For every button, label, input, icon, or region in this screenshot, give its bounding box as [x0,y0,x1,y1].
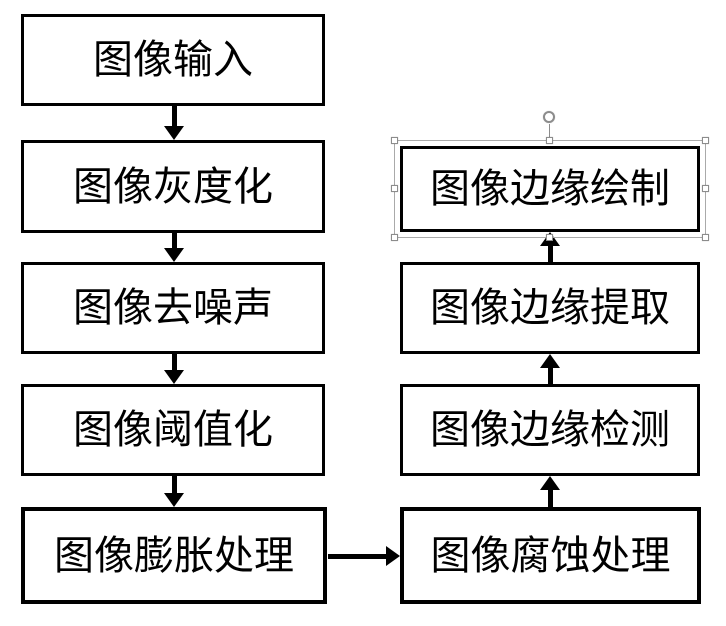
arrowhead-up-icon [540,354,560,368]
node-image-input[interactable]: 图像输入 [21,14,325,106]
node-image-erode-label: 图像腐蚀处理 [430,532,671,579]
node-image-denoise-label: 图像去噪声 [73,285,273,331]
arrowhead-down-icon [164,493,184,507]
node-image-input-label: 图像输入 [93,37,253,83]
arrow-shaft [547,246,553,262]
arrowhead-down-icon [164,126,184,140]
node-image-threshold[interactable]: 图像阈值化 [21,384,325,476]
arrow-shaft [547,368,553,384]
node-image-grayscale-label: 图像灰度化 [73,163,273,210]
arrow-shaft [171,354,177,370]
node-image-grayscale[interactable]: 图像灰度化 [21,140,325,233]
node-image-dilate-label: 图像膨胀处理 [54,532,294,579]
resize-handle-n[interactable] [546,137,553,144]
arrowhead-down-icon [164,248,184,262]
resize-handle-e[interactable] [702,185,709,192]
arrowhead-down-icon [164,370,184,384]
arrowhead-right-icon [386,546,400,566]
resize-handle-ne[interactable] [702,137,709,144]
resize-handle-nw[interactable] [391,137,398,144]
arrow-grayscale-to-denoise[interactable] [164,233,184,262]
arrow-dilate-to-erode[interactable] [328,546,400,566]
node-edge-extract[interactable]: 图像边缘提取 [400,262,700,354]
node-edge-detect[interactable]: 图像边缘检测 [400,384,700,476]
resize-handle-s[interactable] [546,234,553,241]
arrow-erode-to-edge-detect[interactable] [540,476,560,507]
arrow-edge-detect-to-edge-extract[interactable] [540,354,560,384]
arrowhead-up-icon [540,476,560,490]
node-image-denoise[interactable]: 图像去噪声 [21,262,325,354]
rotate-handle-stem [549,124,550,138]
node-edge-extract-label: 图像边缘提取 [430,285,670,331]
node-edge-draw[interactable]: 图像边缘绘制 [400,146,700,232]
resize-handle-se[interactable] [702,234,709,241]
node-image-threshold-label: 图像阈值化 [73,407,273,453]
arrow-shaft [547,490,553,507]
arrow-shaft [171,233,177,248]
arrow-shaft [328,553,386,559]
rotate-handle[interactable] [543,111,555,123]
resize-handle-w[interactable] [391,185,398,192]
arrow-shaft [171,106,177,126]
node-image-dilate[interactable]: 图像膨胀处理 [21,507,327,604]
selection-frame[interactable] [391,111,709,241]
node-edge-draw-label: 图像边缘绘制 [430,166,670,212]
arrow-threshold-to-dilate[interactable] [164,476,184,507]
resize-handle-sw[interactable] [391,234,398,241]
arrow-denoise-to-threshold[interactable] [164,354,184,384]
node-image-erode[interactable]: 图像腐蚀处理 [400,507,701,604]
arrow-input-to-grayscale[interactable] [164,106,184,140]
arrow-shaft [171,476,177,493]
node-edge-detect-label: 图像边缘检测 [430,407,670,453]
